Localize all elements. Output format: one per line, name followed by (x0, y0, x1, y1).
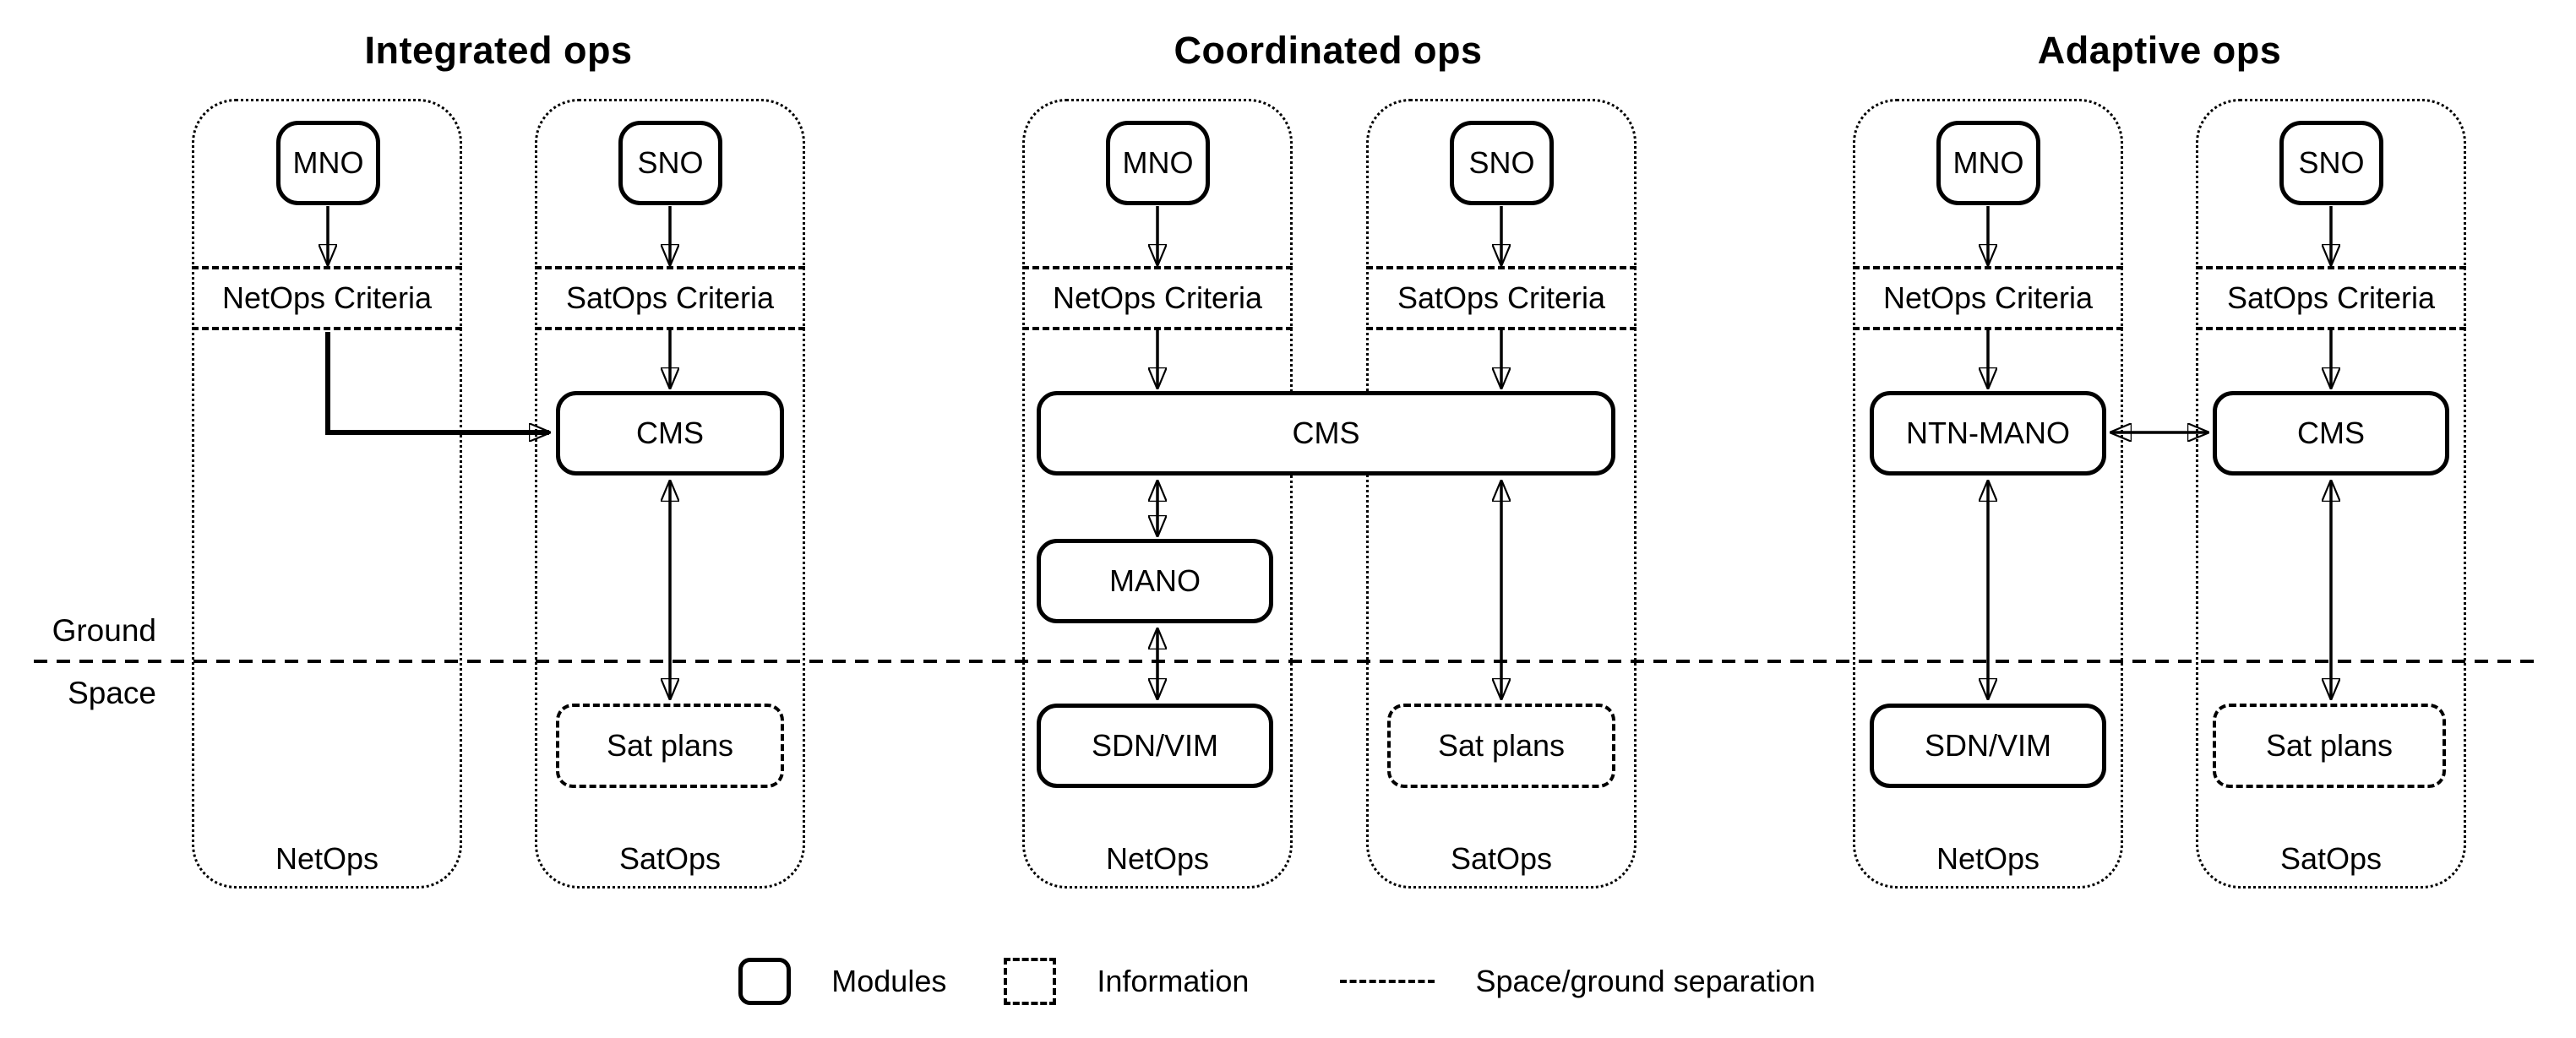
section-title-adaptive: Adaptive ops (2037, 29, 2282, 72)
box-cms-wide: CMS (1037, 391, 1615, 476)
box-sno: SNO (1450, 121, 1554, 205)
box-sat-plans: Sat plans (1387, 704, 1615, 788)
legend: Modules Information Space/ground separat… (0, 951, 2576, 1012)
box-sno: SNO (2279, 121, 2383, 205)
column-label-satops: SatOps (1450, 841, 1553, 876)
box-sat-plans: Sat plans (556, 704, 784, 788)
box-mno: MNO (1106, 121, 1210, 205)
legend-modules-swatch (738, 958, 792, 1005)
box-sno: SNO (618, 121, 722, 205)
band-satops-criteria: SatOps Criteria (1366, 266, 1637, 330)
legend-separation-swatch (1340, 980, 1435, 983)
legend-modules-label: Modules (831, 964, 947, 998)
box-mno: MNO (1936, 121, 2040, 205)
space-label: Space (68, 676, 156, 710)
column-label-netops: NetOps (1936, 841, 2040, 876)
section-title-coordinated: Coordinated ops (1174, 29, 1483, 72)
band-netops-criteria: NetOps Criteria (192, 266, 462, 330)
legend-information-swatch (1004, 958, 1057, 1005)
legend-separation-label: Space/ground separation (1475, 964, 1816, 998)
legend-information-label: Information (1097, 964, 1250, 998)
box-cms: CMS (2213, 391, 2449, 476)
box-cms: CMS (556, 391, 784, 476)
column-label-netops: NetOps (275, 841, 379, 876)
column-netops-adaptive (1853, 99, 2123, 889)
band-netops-criteria: NetOps Criteria (1853, 266, 2123, 330)
section-title-integrated: Integrated ops (364, 29, 633, 72)
box-ntn-mano: NTN-MANO (1870, 391, 2106, 476)
column-satops-integrated (535, 99, 805, 889)
column-label-satops: SatOps (2279, 841, 2383, 876)
band-netops-criteria: NetOps Criteria (1022, 266, 1293, 330)
band-satops-criteria: SatOps Criteria (2196, 266, 2466, 330)
box-sdn-vim: SDN/VIM (1037, 704, 1273, 788)
box-mano: MANO (1037, 539, 1273, 623)
box-mno: MNO (276, 121, 380, 205)
column-satops-coordinated (1366, 99, 1637, 889)
column-netops-coordinated (1022, 99, 1293, 889)
box-sdn-vim: SDN/VIM (1870, 704, 2106, 788)
column-label-netops: NetOps (1105, 841, 1210, 876)
ground-label: Ground (52, 613, 156, 648)
column-satops-adaptive (2196, 99, 2466, 889)
box-sat-plans: Sat plans (2213, 704, 2446, 788)
column-label-satops: SatOps (618, 841, 722, 876)
column-netops-integrated (192, 99, 462, 889)
band-satops-criteria: SatOps Criteria (535, 266, 805, 330)
